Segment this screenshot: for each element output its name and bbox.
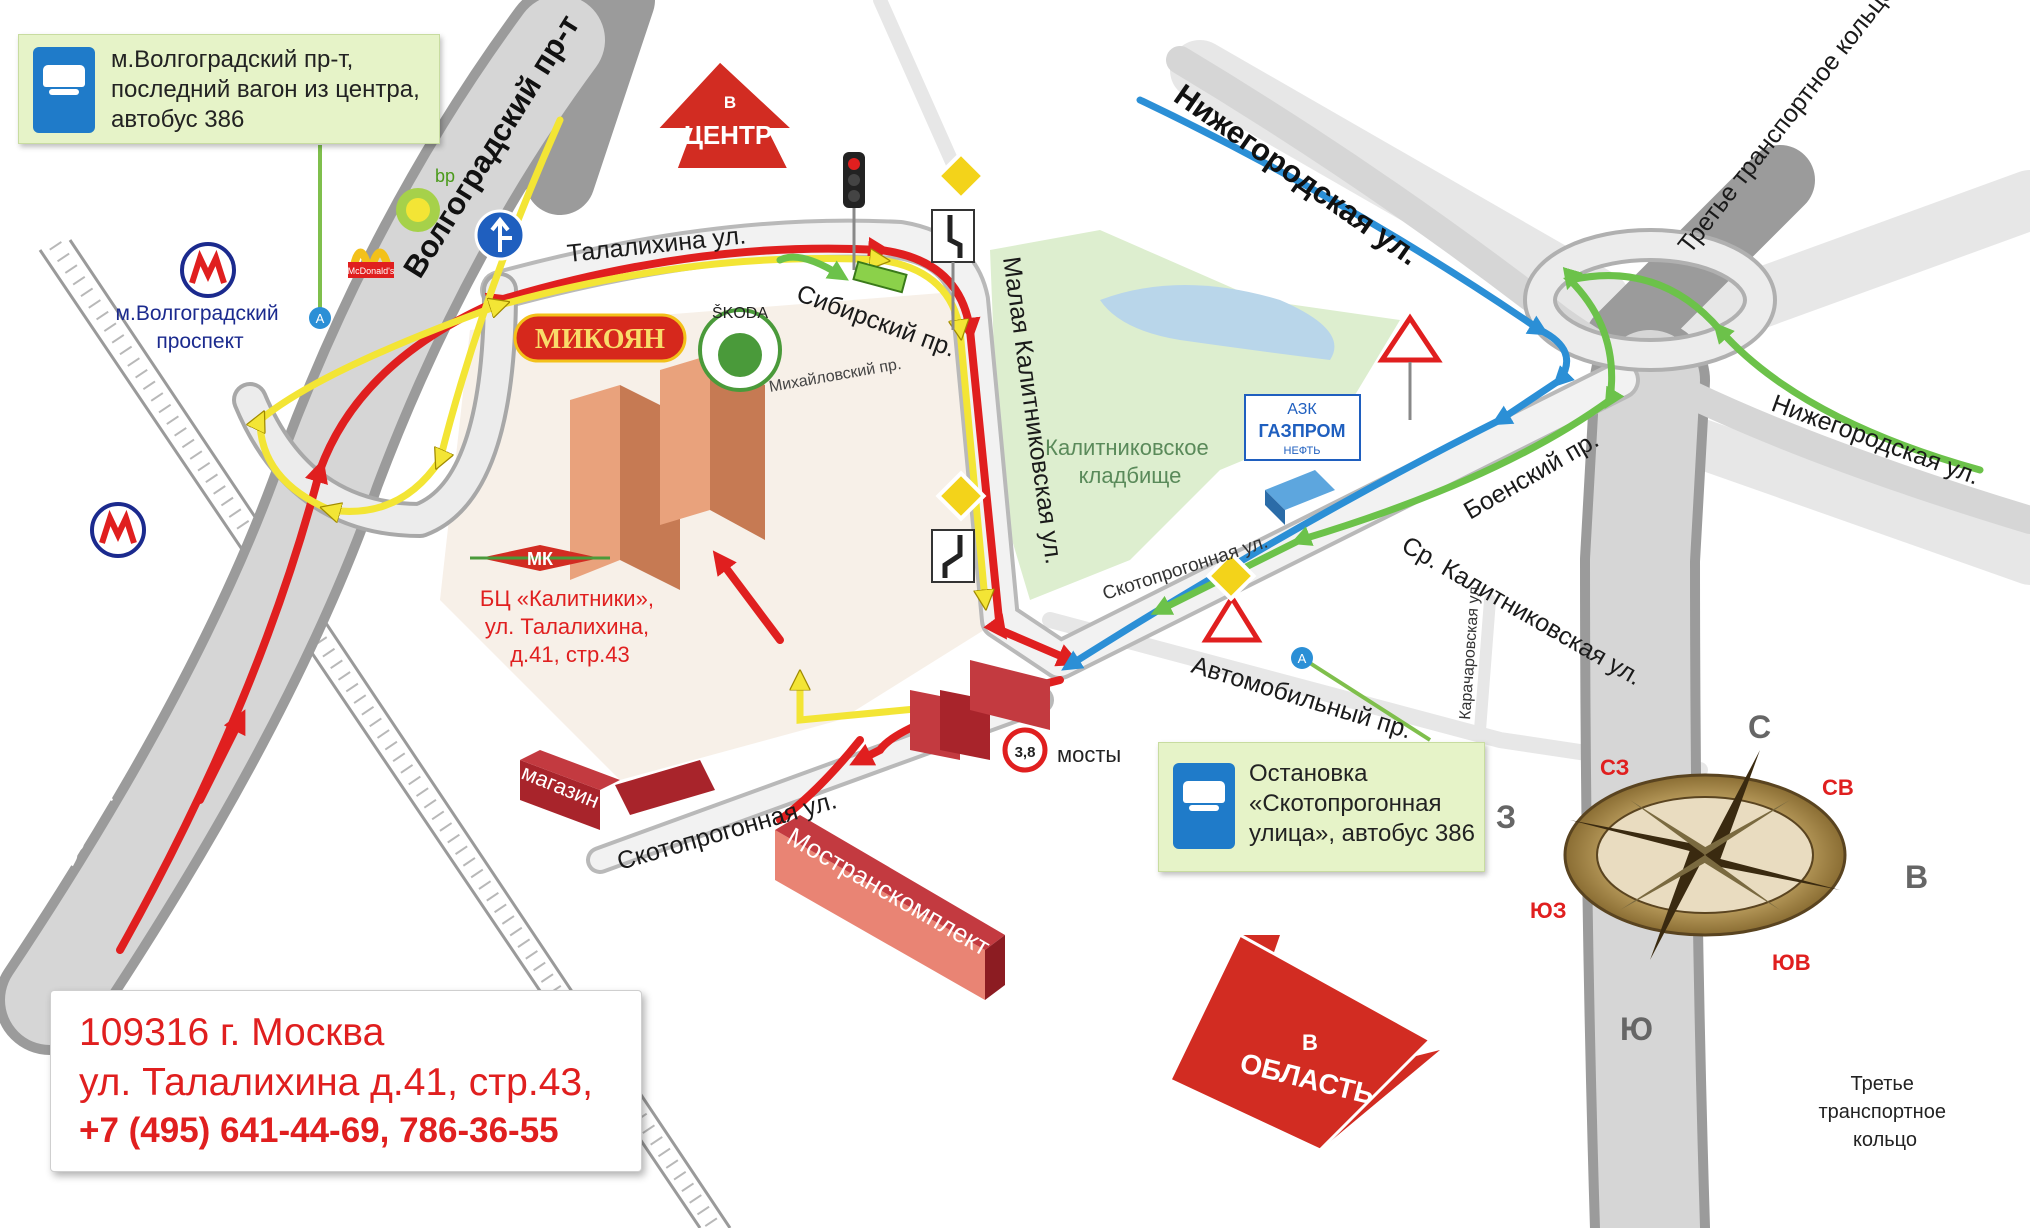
phone-numbers: +7 (495) 641-44-69, 786-36-55 xyxy=(79,1111,559,1150)
cemetery-label-line2: кладбище xyxy=(1079,463,1182,488)
svg-text:3,8: 3,8 xyxy=(1015,744,1036,761)
bus-icon xyxy=(33,47,95,133)
merge-warning-sign-icon xyxy=(1201,550,1263,643)
gazprom-station-building xyxy=(1265,470,1335,525)
svg-text:ЮВ: ЮВ xyxy=(1772,950,1811,975)
svg-text:ЮЗ: ЮЗ xyxy=(1530,898,1566,923)
bc-label-line2: ул. Талалихина, xyxy=(485,614,649,639)
priority-road-sign-icon-2 xyxy=(931,470,987,583)
mostranskomplekt-building xyxy=(775,815,1005,1000)
bp-logo-icon: bp xyxy=(396,166,455,232)
svg-text:БЦ «Калитники», ул. Тала: БЦ «Калитники», ул. Талалихина, д.41, ст… xyxy=(480,586,660,667)
svg-text:м.Волгоградский проспект: м.Волгоградский проспект xyxy=(116,302,285,353)
svg-text:ЦЕНТР: ЦЕНТР xyxy=(684,120,772,150)
metro-icon-bottom xyxy=(90,502,146,558)
bus-stop-marker-bottom: А xyxy=(1291,647,1432,742)
compass-labels: С Ю З В СЗ СВ ЮЗ ЮВ xyxy=(1496,709,1928,1047)
shop-building xyxy=(520,750,620,830)
svg-text:МК: МК xyxy=(527,549,554,569)
priority-road-sign-icon xyxy=(931,150,987,330)
svg-text:ГАЗПРОМ: ГАЗПРОМ xyxy=(1258,421,1345,441)
metro-icon-top xyxy=(180,242,236,298)
gazprom-logo: АЗК ГАЗПРОМ НЕФТЬ xyxy=(1244,394,1361,461)
svg-text:СЗ: СЗ xyxy=(1600,755,1629,780)
cemetery-label-line1: Калитниковское xyxy=(1045,435,1209,460)
bus-stop-card-bottom: Остановка «Скотопрогонная улица», автобу… xyxy=(1158,742,1485,872)
svg-text:McDonald's: McDonald's xyxy=(348,266,395,276)
svg-text:МИКОЯН: МИКОЯН xyxy=(535,324,665,355)
traffic-light-icon xyxy=(843,152,865,270)
shop-building-2 xyxy=(615,760,715,815)
bridge-right xyxy=(970,660,1050,730)
bus-icon xyxy=(1173,763,1235,849)
metro-label-line1: м.Волгоградский xyxy=(116,302,279,325)
svg-text:Третье транспортное: Третье транспортное кольцо xyxy=(1818,1073,1951,1151)
height-limit-sign-icon: 3,8 xyxy=(1002,727,1048,773)
bus-stop-marker-top: А xyxy=(309,145,331,329)
mk-logo: МК xyxy=(470,545,610,571)
bc-label-line1: БЦ «Калитники», xyxy=(480,586,654,611)
address-card: 109316 г. Москва ул. Талалихина д.41, ст… xyxy=(50,990,642,1172)
mcdonalds-logo-icon: McDonald's xyxy=(348,248,395,278)
address-line1: 109316 г. Москва xyxy=(79,1011,385,1054)
svg-text:А: А xyxy=(316,311,325,326)
ttk-bottom-line2: транспортное xyxy=(1818,1101,1946,1123)
bus-stop-text-top: м.Волгоградский пр-т, последний вагон из… xyxy=(111,46,420,133)
office-building-2 xyxy=(660,355,765,540)
railway-crossing-sign-icon xyxy=(1377,313,1443,420)
route-green xyxy=(776,253,1984,615)
svg-text:АЗК: АЗК xyxy=(1287,401,1317,418)
bus-stop-card-top: м.Волгоградский пр-т, последний вагон из… xyxy=(18,34,440,144)
mikoyan-logo: МИКОЯН xyxy=(513,313,687,363)
to-center-arrow: В ЦЕНТР xyxy=(650,57,801,172)
svg-text:А: А xyxy=(1298,651,1307,666)
svg-text:В: В xyxy=(1905,859,1928,895)
bus-stop-text-bottom: Остановка «Скотопрогонная улица», автобу… xyxy=(1249,760,1475,847)
compass-rose xyxy=(1563,750,1847,960)
direction-sign-icon xyxy=(474,209,526,261)
svg-text:С: С xyxy=(1748,709,1771,745)
skoda-logo: ŠKODA xyxy=(698,303,782,392)
svg-text:СВ: СВ xyxy=(1822,775,1854,800)
svg-text:В: В xyxy=(1302,1030,1318,1055)
bc-label-line3: д.41, стр.43 xyxy=(510,642,630,667)
svg-text:bp: bp xyxy=(435,166,455,186)
svg-text:НЕФТЬ: НЕФТЬ xyxy=(1284,445,1321,457)
svg-text:ŠKODA: ŠKODA xyxy=(712,303,768,322)
to-region-arrow: В ОБЛАСТЬ xyxy=(1167,932,1440,1152)
metro-label-line2: проспект xyxy=(156,330,244,353)
ttk-bottom-line3: кольцо xyxy=(1853,1129,1917,1151)
svg-text:В: В xyxy=(724,93,736,112)
svg-text:мосты: мосты xyxy=(1057,742,1121,767)
address-line2: ул. Талалихина д.41, стр.43, xyxy=(79,1061,593,1104)
skoda-dealer-icon xyxy=(852,260,908,294)
svg-text:З: З xyxy=(1496,799,1516,835)
ttk-bottom-line1: Третье xyxy=(1851,1073,1914,1095)
svg-text:Ю: Ю xyxy=(1620,1011,1653,1047)
svg-text:Калитниковское кладбище: Калитниковское кладбище xyxy=(1045,435,1215,488)
